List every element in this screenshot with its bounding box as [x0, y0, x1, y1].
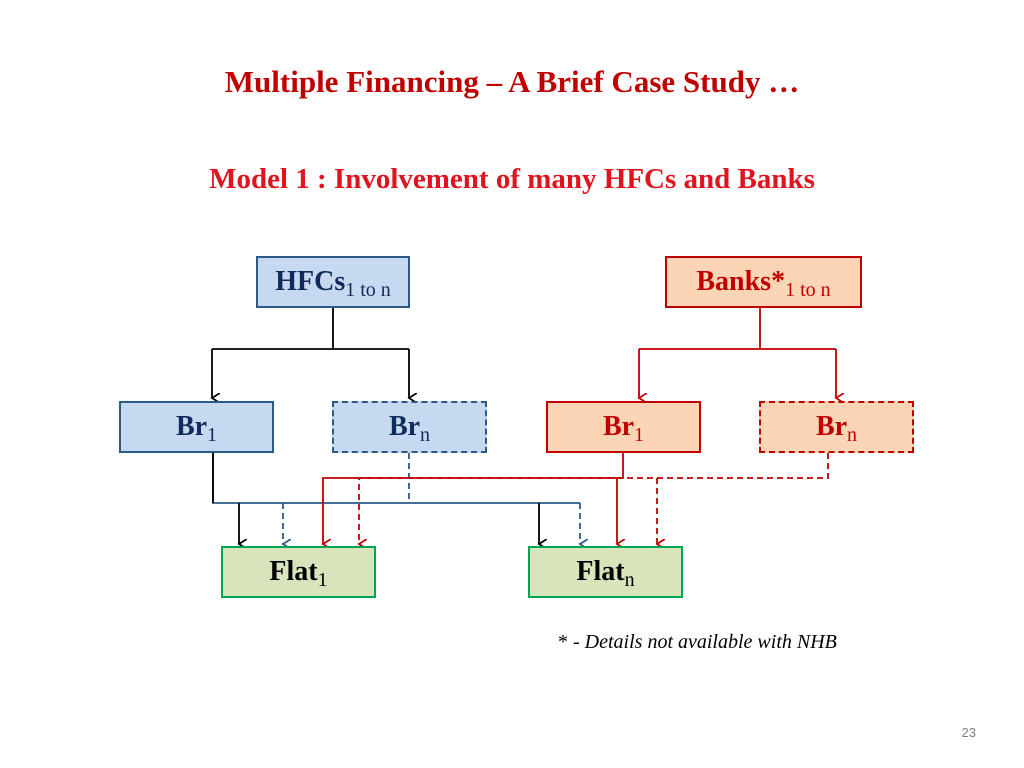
footnote-text: Details not available with NHB — [584, 631, 837, 653]
hfc-branch-n-subscript: n — [420, 423, 431, 446]
bank-branch-n-subscript: n — [847, 423, 858, 446]
bank-branch-n-label: Br — [815, 411, 848, 442]
slide-title: Multiple Financing – A Brief Case Study … — [224, 64, 800, 99]
footnote: * - Details not available with NHB — [558, 631, 837, 654]
hfcs-label: HFCs — [275, 266, 346, 297]
flat-n-subscript: n — [624, 568, 635, 591]
hfc-tree-lines — [212, 307, 409, 398]
flat-1-label: Flat — [269, 556, 318, 587]
bank-brn-to-flats — [359, 453, 829, 544]
hfc-branch-n-label: Br — [388, 411, 421, 442]
hfc-br1-to-flats — [212, 453, 580, 544]
bank-tree-lines — [639, 307, 836, 398]
flat-n-label: Flat — [576, 556, 625, 587]
hfc-branch-1-label: Br — [175, 411, 208, 442]
page-number: 23 — [961, 725, 976, 740]
slide-subtitle: Model 1 : Involvement of many HFCs and B… — [209, 163, 815, 195]
footnote-prefix: * - — [558, 631, 585, 653]
hfc-brn-to-flats — [283, 453, 580, 544]
banks-node: Banks*1 to n — [665, 256, 862, 308]
hfcs-subscript: 1 to n — [345, 278, 391, 301]
hfc-branch-1-subscript: 1 — [207, 423, 218, 446]
banks-label: Banks* — [696, 266, 786, 297]
banks-subscript: 1 to n — [785, 278, 831, 301]
bank-branch-1-label: Br — [602, 411, 635, 442]
bank-br1-to-flats — [323, 453, 623, 544]
flat-1-subscript: 1 — [317, 568, 328, 591]
bank-branch-1-subscript: 1 — [634, 423, 645, 446]
